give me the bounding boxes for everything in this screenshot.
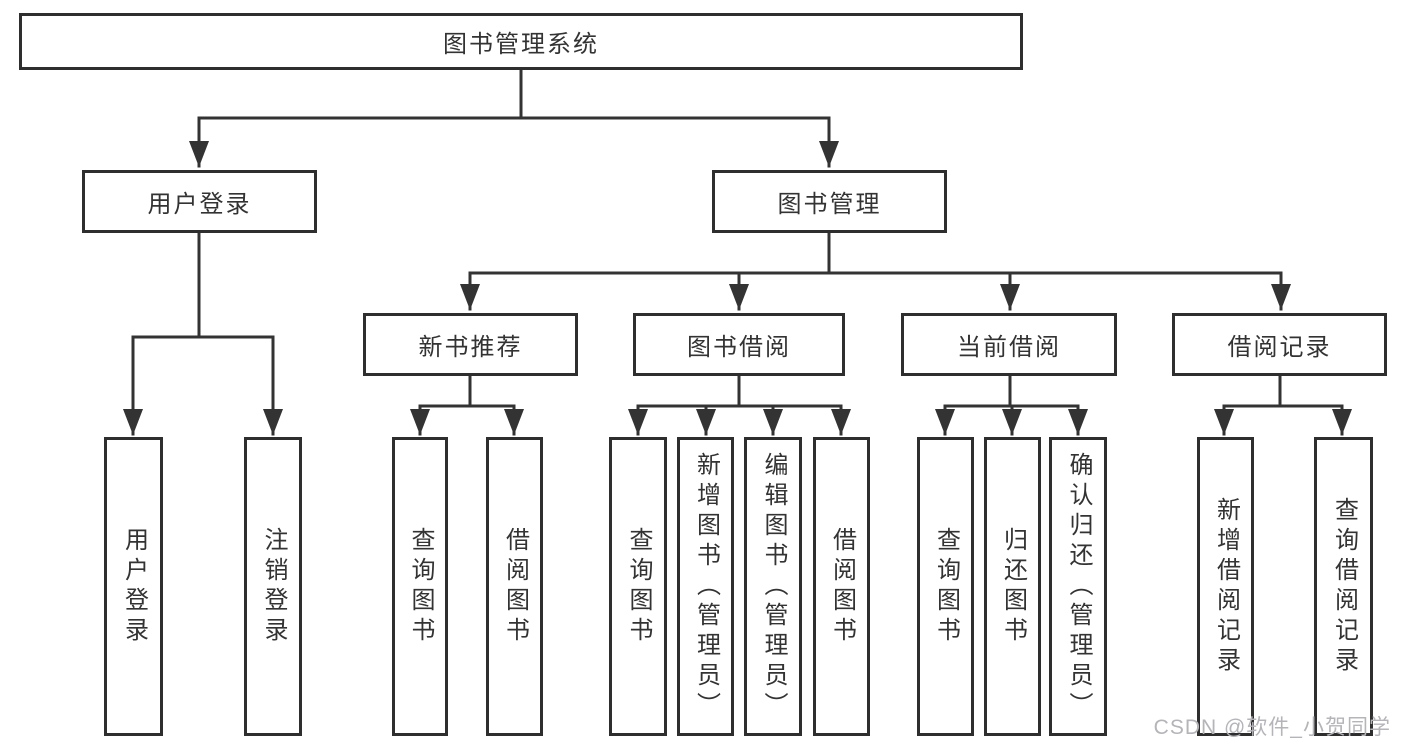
node-book-borrow: 图书借阅	[633, 313, 845, 376]
connector-book-management	[460, 231, 1291, 311]
node-book-management: 图书管理	[712, 170, 947, 233]
leaf-edit-books-admin: 编辑图书（管理员）	[744, 437, 802, 736]
connector-root	[189, 68, 839, 168]
leaf-borrow-books-recommend: 借阅图书	[486, 437, 543, 736]
csdn-watermark: CSDN @软件_小贺同学	[1153, 716, 1391, 739]
leaf-borrow-books: 借阅图书	[813, 437, 870, 736]
leaf-return-books-label: 归还图书	[999, 526, 1027, 647]
node-new-book-recommend: 新书推荐	[363, 313, 578, 376]
leaf-user-login: 用户登录	[104, 437, 163, 736]
leaf-borrow-books-recommend-label: 借阅图书	[501, 526, 529, 647]
node-user-login: 用户登录	[82, 170, 317, 233]
leaf-logout-label: 注销登录	[260, 526, 287, 647]
leaf-query-books-borrow-label: 查询图书	[625, 526, 652, 647]
connector-user-login	[123, 231, 283, 436]
leaf-add-borrow-record-label: 新增借阅记录	[1212, 496, 1240, 677]
leaf-confirm-return-admin-label: 确认归还（管理员）	[1065, 451, 1092, 722]
connector-book-borrow	[628, 374, 851, 436]
leaf-query-books-recommend-label: 查询图书	[407, 526, 434, 647]
leaf-borrow-books-label: 借阅图书	[828, 526, 856, 647]
leaf-query-borrow-record-label: 查询借阅记录	[1330, 496, 1358, 677]
connector-borrow-records	[1214, 374, 1352, 436]
leaf-query-books-current-label: 查询图书	[932, 526, 960, 647]
leaf-query-borrow-record: 查询借阅记录	[1314, 437, 1373, 736]
leaf-query-books-current: 查询图书	[917, 437, 974, 736]
leaf-user-login-label: 用户登录	[120, 526, 148, 647]
leaf-confirm-return-admin: 确认归还（管理员）	[1049, 437, 1107, 736]
connector-new-book-recommend	[410, 374, 524, 436]
node-root-library-system: 图书管理系统	[19, 13, 1023, 70]
leaf-edit-books-admin-label: 编辑图书（管理员）	[760, 451, 787, 722]
connector-current-borrow	[935, 374, 1088, 436]
leaf-return-books: 归还图书	[984, 437, 1041, 736]
leaf-add-borrow-record: 新增借阅记录	[1197, 437, 1254, 736]
leaf-logout: 注销登录	[244, 437, 302, 736]
leaf-add-books-admin-label: 新增图书（管理员）	[692, 451, 720, 722]
leaf-query-books-recommend: 查询图书	[392, 437, 448, 736]
node-current-borrow: 当前借阅	[901, 313, 1117, 376]
node-borrow-records: 借阅记录	[1172, 313, 1387, 376]
leaf-add-books-admin: 新增图书（管理员）	[677, 437, 734, 736]
leaf-query-books-borrow: 查询图书	[609, 437, 667, 736]
